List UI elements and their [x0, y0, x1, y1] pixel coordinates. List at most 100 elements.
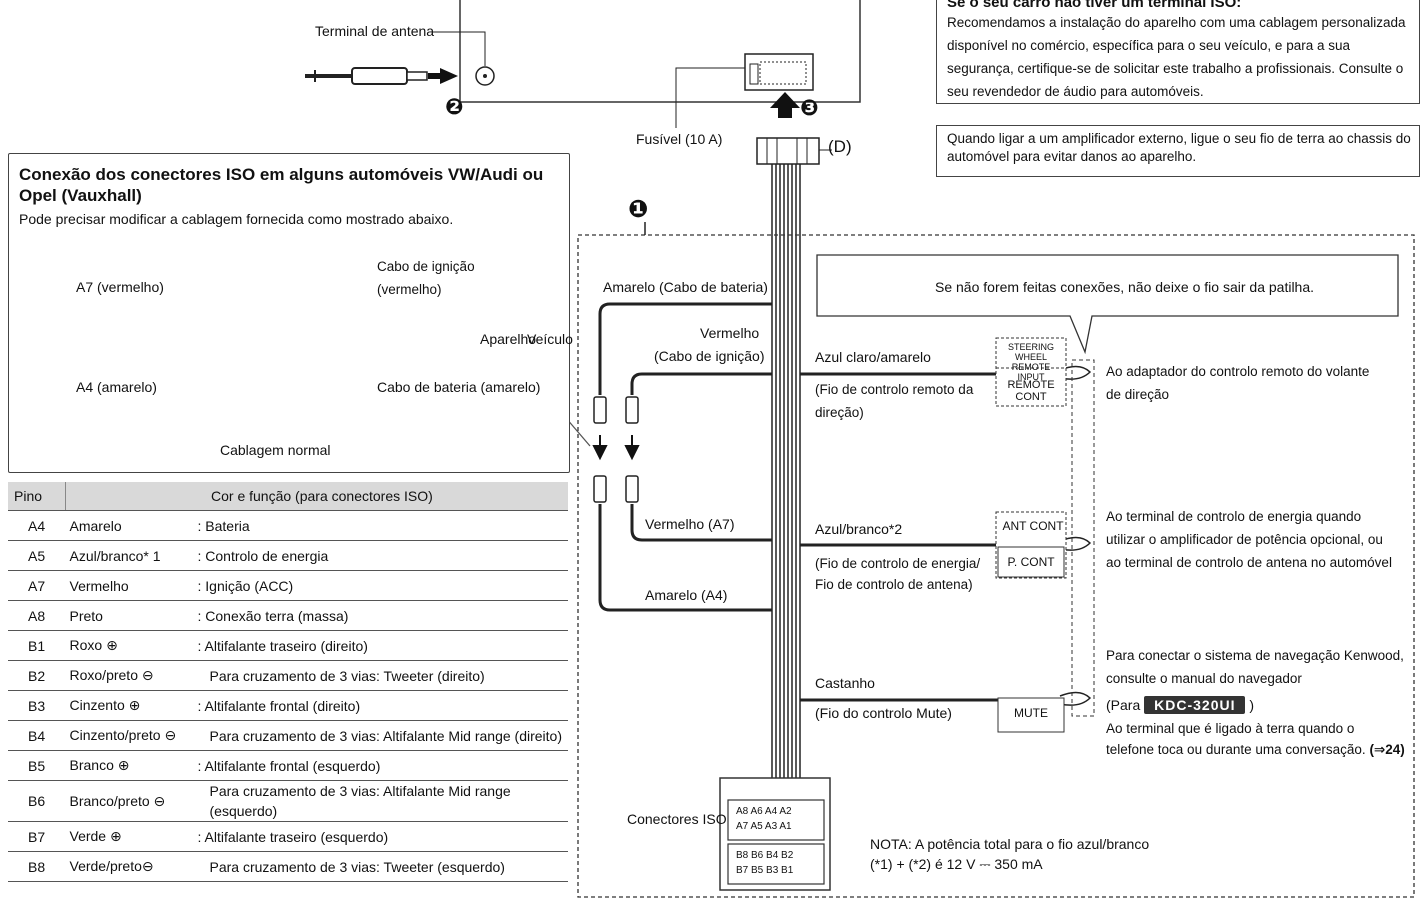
- yellow-battery-label: Amarelo (Cabo de bateria): [603, 279, 768, 295]
- pins-a-bottom-row: A7 A5 A3 A1: [736, 821, 792, 832]
- function-cell: : Altifalante traseiro (direito): [193, 630, 568, 661]
- fuse-label: Fusível (10 A): [636, 131, 723, 147]
- no-iso-terminal-note: Se o seu carro não tiver um terminal ISO…: [936, 0, 1420, 104]
- pin-cell: B8: [8, 851, 66, 882]
- ignition-cable-label: Cabo de ignição (vermelho): [377, 259, 475, 297]
- remote-cont-tag: REMOTE CONT: [1007, 379, 1055, 403]
- color-cell: Roxo ⊕: [65, 630, 194, 661]
- red-ignition-sub-label: (Cabo de ignição): [654, 348, 765, 364]
- function-cell: Para cruzamento de 3 vias: Tweeter (dire…: [193, 660, 568, 691]
- mute-destination-body: Ao terminal que é ligado à terra quando …: [1106, 721, 1366, 757]
- function-cell: : Altifalante frontal (esquerdo): [193, 750, 568, 781]
- step-2-marker: ❷: [445, 94, 464, 119]
- color-cell: Branco/preto ⊖: [65, 780, 194, 822]
- page-reference: (⇒24): [1369, 742, 1405, 757]
- pin-cell: B2: [8, 660, 66, 691]
- pin-table-header: Pino Cor e função (para conectores ISO): [8, 482, 568, 511]
- color-cell: Amarelo: [65, 510, 194, 541]
- power-note-line-2: (*1) + (*2) é 12 V ⎓ 350 mA: [870, 856, 1043, 872]
- step-1-marker: ❶: [628, 196, 649, 223]
- pin-cell: B6: [8, 780, 66, 822]
- function-cell: Para cruzamento de 3 vias: Altifalante M…: [193, 780, 568, 822]
- iso-pins-b: B8 B6 B4 B2 B7 B5 B3 B1: [736, 848, 793, 878]
- vw-box-title: Conexão dos conectores ISO em alguns aut…: [19, 165, 544, 205]
- color-cell: Verde/preto⊖: [65, 851, 194, 882]
- para-close-text: ): [1249, 697, 1255, 713]
- function-cell: Para cruzamento de 3 vias: Tweeter (esqu…: [193, 851, 568, 882]
- para-open-text: (Para: [1106, 697, 1141, 713]
- function-cell: : Altifalante traseiro (esquerdo): [193, 821, 568, 852]
- color-cell: Vermelho: [65, 570, 194, 601]
- pin-cell: B1: [8, 630, 66, 661]
- function-cell: Para cruzamento de 3 vias: Altifalante M…: [193, 720, 568, 751]
- model-badge: KDC-320UI: [1144, 696, 1246, 714]
- amplifier-ground-note: Quando ligar a um amplificador externo, …: [936, 125, 1420, 177]
- pins-b-top-row: B8 B6 B4 B2: [736, 850, 794, 861]
- vehicle-label: Veículo: [527, 331, 573, 347]
- power-note-line-1: NOTA: A potência total para o fio azul/b…: [870, 836, 1150, 852]
- steering-destination-text: Ao adaptador do controlo remoto do volan…: [1106, 364, 1370, 402]
- iso-connectors-label: Conectores ISO: [627, 811, 727, 827]
- device-label: Aparelho: [480, 331, 537, 347]
- pin-cell: A4: [8, 510, 66, 541]
- pin-cell: B3: [8, 690, 66, 721]
- navigation-text: Para conectar o sistema de navegação Ken…: [1106, 648, 1404, 686]
- mute-destination-text: Ao terminal que é ligado à terra quando …: [1106, 718, 1406, 760]
- pins-a-top-row: A8 A6 A4 A2: [736, 806, 792, 817]
- pin-cell: A5: [8, 540, 66, 571]
- normal-wiring-label: Cablagem normal: [220, 442, 331, 458]
- a7-red-label: A7 (vermelho): [76, 279, 164, 295]
- pin-cell: B5: [8, 750, 66, 781]
- vw-audi-opel-box: Conexão dos conectores ISO em alguns aut…: [8, 153, 570, 473]
- function-cell: : Altifalante frontal (direito): [193, 690, 568, 721]
- yellow-a4-label: Amarelo (A4): [645, 587, 728, 603]
- pin-table: Pino Cor e função (para conectores ISO) …: [8, 482, 568, 882]
- color-cell: Preto: [65, 600, 194, 631]
- battery-cable-label: Cabo de bateria (amarelo): [377, 379, 541, 395]
- pins-b-bottom-row: B7 B5 B3 B1: [736, 865, 794, 876]
- color-cell: Azul/branco* 1: [65, 540, 194, 571]
- mute-tag: MUTE: [1014, 706, 1048, 720]
- color-cell: Cinzento/preto ⊖: [65, 720, 194, 751]
- pin-cell: B4: [8, 720, 66, 751]
- pin-cell: A8: [8, 600, 66, 631]
- steering-remote-wire-label: (Fio de controlo remoto da direção): [815, 382, 974, 420]
- lightblue-yellow-label: Azul claro/amarelo: [815, 349, 931, 365]
- power-control-wire-label: (Fio de controlo de energia/ Fio de cont…: [815, 556, 981, 592]
- red-a7-label: Vermelho (A7): [645, 516, 735, 532]
- function-cell: : Controlo de energia: [193, 540, 568, 571]
- a4-yellow-label: A4 (amarelo): [76, 379, 157, 395]
- pin-cell: B7: [8, 821, 66, 852]
- function-cell: : Ignição (ACC): [193, 570, 568, 601]
- mute-wire-label: (Fio do controlo Mute): [815, 705, 952, 721]
- vw-box-subtitle: Pode precisar modificar a cablagem forne…: [19, 211, 454, 227]
- function-cell: : Conexão terra (massa): [193, 600, 568, 631]
- color-cell: Verde ⊕: [65, 821, 194, 852]
- pin-cell: A7: [8, 570, 66, 601]
- steering-wheel-tag: STEERING WHEEL REMOTE INPUT: [1007, 342, 1054, 382]
- step-3-marker: ❸: [800, 95, 819, 120]
- color-cell: Roxo/preto ⊖: [65, 660, 194, 691]
- brown-label: Castanho: [815, 675, 875, 691]
- no-connection-notice: Se não forem feitas conexões, não deixe …: [935, 279, 1315, 295]
- color-cell: Cinzento ⊕: [65, 690, 194, 721]
- pin-header: Pino: [8, 482, 66, 511]
- function-cell: : Bateria: [193, 510, 568, 541]
- red-ignition-label: Vermelho: [700, 325, 760, 341]
- power-destination-text: Ao terminal de controlo de energia quand…: [1106, 509, 1392, 570]
- function-header: Cor e função (para conectores ISO): [65, 482, 568, 511]
- connector-d-label: (D): [828, 137, 852, 156]
- antenna-terminal-label: Terminal de antena: [315, 23, 435, 39]
- amplifier-note-text: Quando ligar a um amplificador externo, …: [947, 131, 1411, 164]
